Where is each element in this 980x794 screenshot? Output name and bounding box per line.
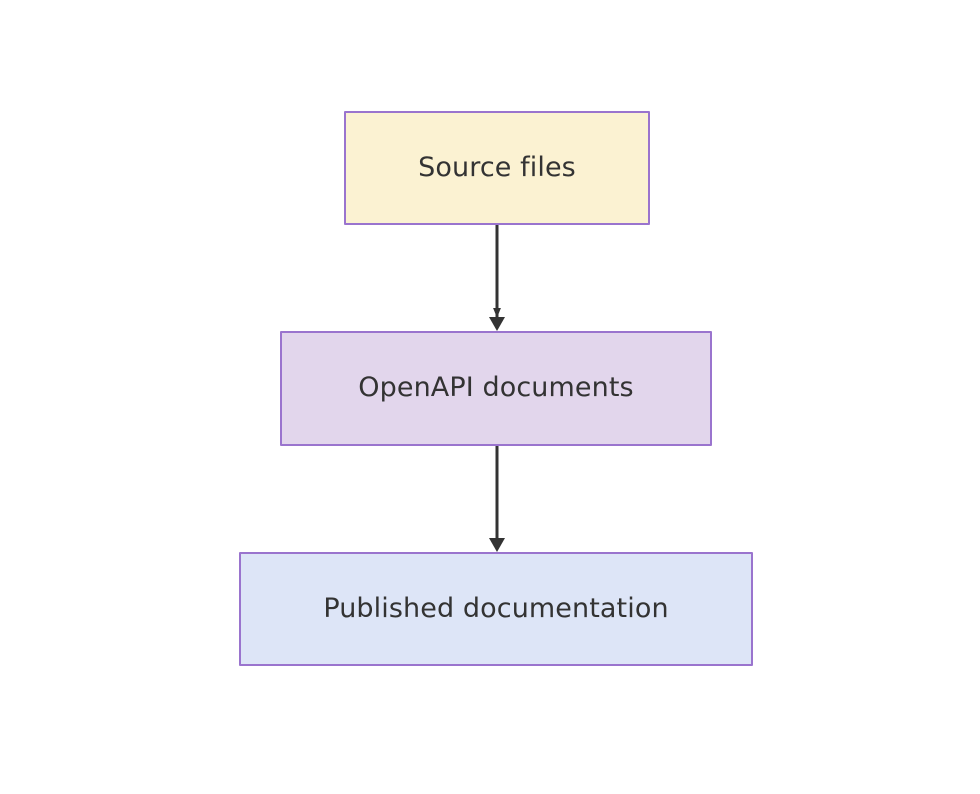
node-source-files-label: Source files <box>418 151 576 183</box>
edge-openapi-to-published <box>489 446 505 552</box>
edge-source-to-openapi-arrowhead <box>489 317 505 331</box>
node-published-documentation-label: Published documentation <box>323 592 669 624</box>
node-openapi-documents[interactable]: OpenAPI documents <box>280 331 712 446</box>
node-openapi-documents-label: OpenAPI documents <box>358 372 634 404</box>
node-published-documentation[interactable]: Published documentation <box>239 552 753 666</box>
edge-source-to-openapi <box>489 225 505 331</box>
edge-openapi-to-published-arrowhead <box>489 538 505 552</box>
node-source-files[interactable]: Source files <box>344 111 650 225</box>
